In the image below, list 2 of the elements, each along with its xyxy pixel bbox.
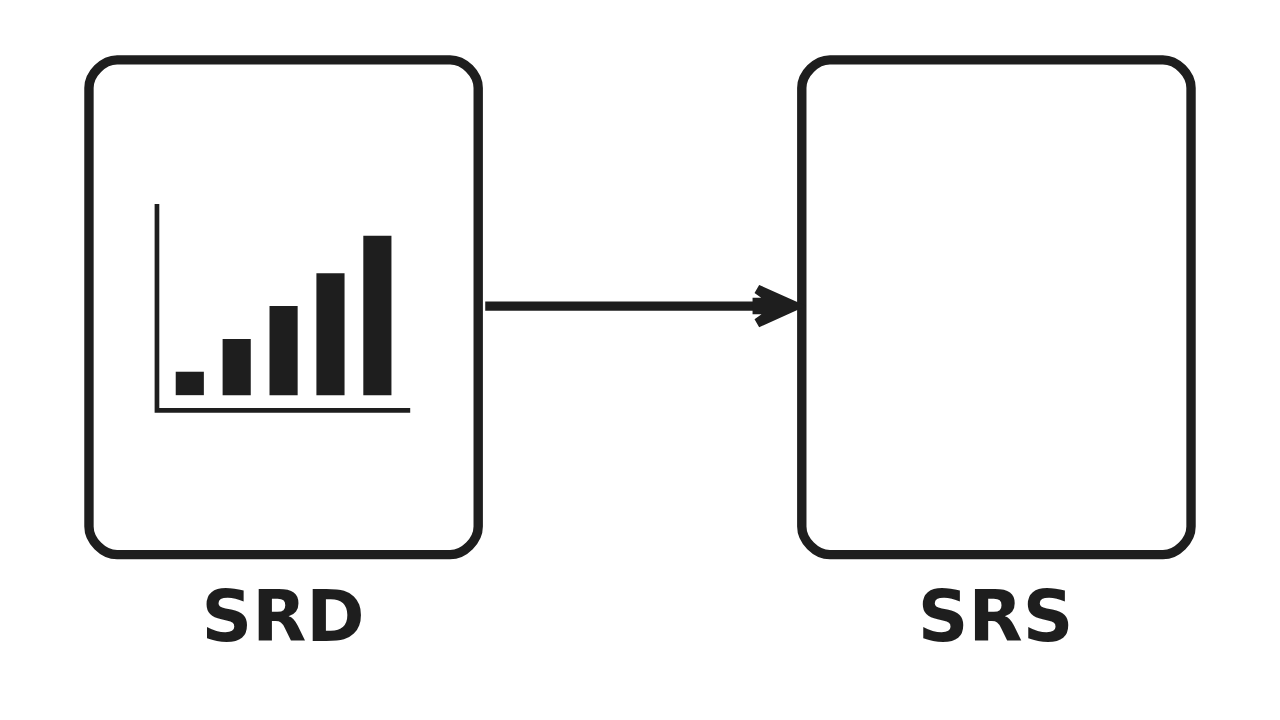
node-label: SRS [917,576,1074,659]
node-label: SRD [201,576,365,659]
